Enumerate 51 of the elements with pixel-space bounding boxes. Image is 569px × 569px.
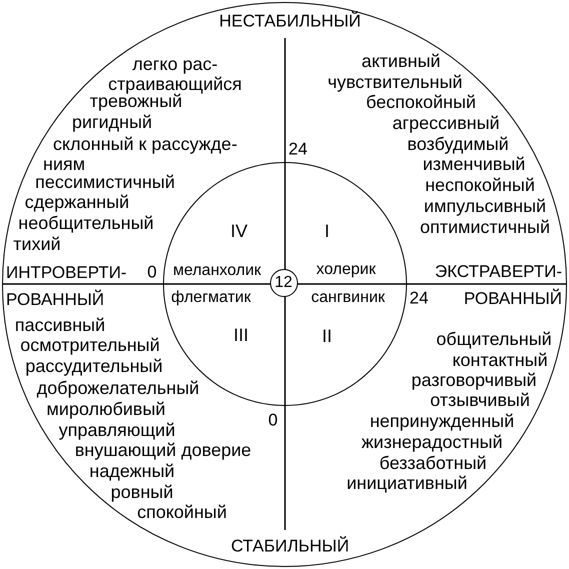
scale-number: 0 xyxy=(147,264,157,282)
temperament-label: меланхолик xyxy=(172,262,262,280)
quadrant-numeral: I xyxy=(324,222,330,242)
quadrant-numeral: II xyxy=(322,327,332,347)
center-circle xyxy=(270,269,298,297)
trait-label: отзывчивый xyxy=(430,391,530,411)
trait-label: миролюбивый xyxy=(46,400,166,420)
trait-label: общительный xyxy=(436,330,552,350)
axis-label: ЭКСТРАВЕРТИ- РОВАННЫЙ xyxy=(434,260,562,310)
quadrant-numeral: IV xyxy=(230,222,248,242)
temperament-label: холерик xyxy=(316,261,376,279)
trait-label: сдержанный xyxy=(24,193,130,213)
scale-number: 0 xyxy=(268,412,278,430)
trait-label: спокойный xyxy=(137,503,227,523)
trait-label: беспокойный xyxy=(366,93,476,113)
trait-label: доброжелательный xyxy=(36,379,200,399)
trait-label: ровный xyxy=(110,483,174,503)
trait-label: надежный xyxy=(89,462,175,482)
trait-label: чувствительный xyxy=(328,73,462,93)
scale-number: 24 xyxy=(288,140,308,160)
trait-label: агрессивный xyxy=(392,114,500,134)
axis-label: ИНТРОВЕРТИ- РОВАННЫЙ xyxy=(6,262,128,310)
trait-label: беззаботный xyxy=(379,454,487,474)
scale-number: 24 xyxy=(410,290,428,308)
quadrant-numeral: III xyxy=(234,326,248,346)
trait-label: непринужденный xyxy=(370,412,514,432)
trait-label: рассудительный xyxy=(25,357,163,377)
trait-label: тихий xyxy=(13,235,61,255)
axis-label: СТАБИЛЬНЫЙ xyxy=(230,538,350,556)
trait-label: изменчивый xyxy=(422,155,526,175)
trait-label: управляющий xyxy=(58,421,176,441)
trait-label: ригидный xyxy=(72,113,152,133)
trait-label: внушающий доверие xyxy=(74,441,252,461)
temperament-label: сангвиник xyxy=(311,289,385,307)
trait-label: осмотрительный xyxy=(20,336,160,356)
axis-label: НЕСТАБИЛЬНЫЙ xyxy=(219,12,361,32)
trait-label: импульсивный xyxy=(424,197,546,217)
trait-label: контактный xyxy=(452,351,548,371)
temperament-label: флегматик xyxy=(171,289,251,307)
trait-label: пессимистичный xyxy=(35,173,175,193)
trait-label: оптимистичный xyxy=(420,218,550,238)
trait-label: тревожный xyxy=(90,92,182,112)
trait-label: пассивный xyxy=(14,316,106,336)
center-value: 12 xyxy=(274,274,292,292)
trait-label: инициативный xyxy=(346,474,468,494)
trait-label: необщительный xyxy=(18,214,154,234)
trait-label: неспокойный xyxy=(425,176,535,196)
trait-label: активный xyxy=(362,52,440,72)
trait-label: разговорчивый xyxy=(411,371,537,391)
trait-label: возбудимый xyxy=(407,135,509,155)
trait-label: жизнерадостный xyxy=(362,433,502,453)
